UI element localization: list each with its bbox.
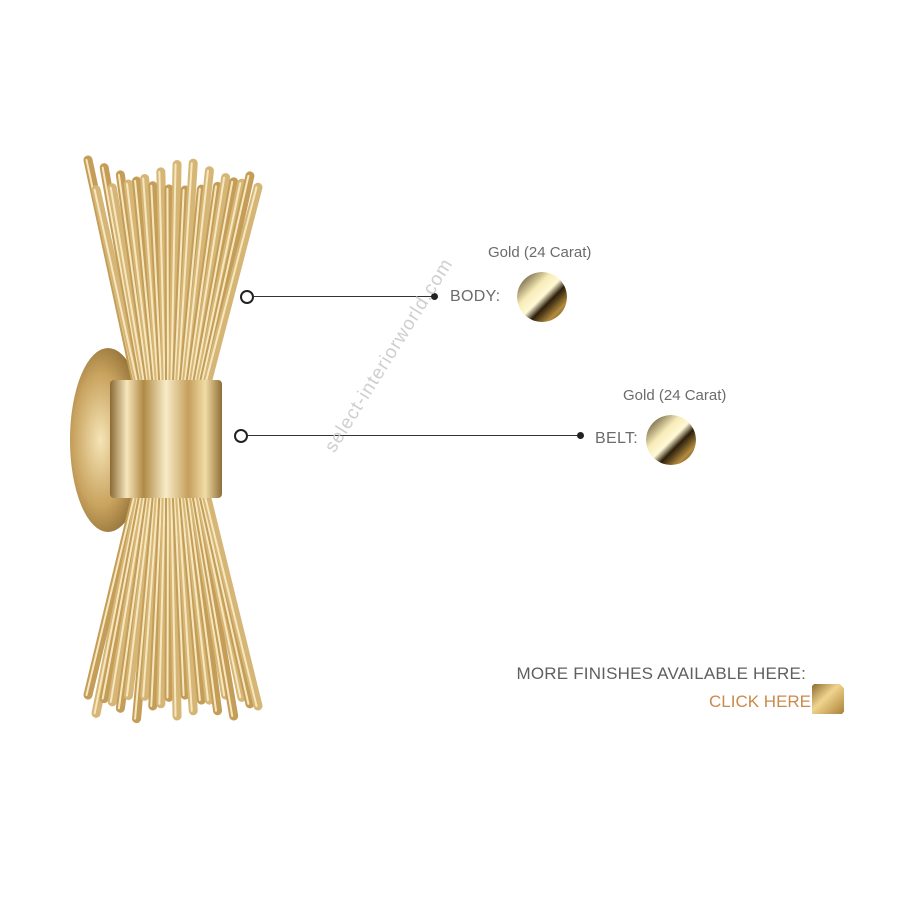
lamp-rod-highlight — [166, 187, 170, 411]
lamp-rod-highlight — [189, 180, 234, 411]
lamp-rod-highlight — [125, 469, 156, 697]
body-callout-dot — [431, 293, 438, 300]
lamp-rod-highlight — [101, 469, 148, 700]
lamp-rod-highlight — [166, 469, 170, 699]
lamp-rod-highlight — [197, 186, 258, 411]
lamp-rod-highlight — [169, 469, 177, 717]
lamp-rod-highlight — [109, 186, 150, 411]
gold-finish-swatch-icon[interactable] — [517, 272, 567, 322]
lamp-rod-highlight — [194, 469, 250, 705]
lamp-rod-highlight — [191, 182, 242, 411]
click-here-link[interactable]: CLICK HERE — [709, 692, 812, 711]
lamp-rod-highlight — [117, 173, 153, 411]
lamp-rod-highlight — [158, 469, 167, 705]
lamp-rod-highlight — [150, 184, 164, 411]
lamp-rod-highlight — [175, 162, 193, 411]
belt-callout-line — [248, 435, 580, 436]
gold-half-moon-icon[interactable] — [808, 684, 844, 720]
belt-finish-name: Gold (24 Carat) — [623, 387, 727, 404]
lamp-rod-highlight — [180, 469, 209, 702]
body-marker-ring — [240, 290, 254, 304]
body-finish-name: Gold (24 Carat) — [488, 244, 592, 261]
lamp-rod-highlight — [183, 185, 218, 411]
lamp-rod-highlight — [150, 469, 164, 707]
belt-marker-ring — [234, 429, 248, 443]
lamp-rod-highlight — [172, 469, 185, 697]
belt-callout-dot — [577, 432, 584, 439]
more-finishes-heading: MORE FINISHES AVAILABLE HERE: — [516, 664, 806, 683]
lamp-rod — [195, 465, 263, 711]
wall-sconce-image — [70, 155, 263, 724]
lamp-rod-highlight — [125, 182, 156, 411]
lamp-rod-highlight — [158, 170, 167, 411]
lamp-rod-highlight — [189, 469, 234, 717]
belt-part-label: BELT: — [595, 430, 638, 447]
lamp-rod-highlight — [186, 176, 226, 411]
lamp-rod-highlight — [142, 469, 161, 698]
lamp-rod-highlight — [169, 163, 177, 411]
lamp-rod-highlight — [109, 469, 150, 703]
lamp-rod-highlight — [85, 469, 142, 696]
lamp-rod-highlight — [178, 469, 201, 702]
lamp-rod-highlight — [93, 188, 145, 411]
lamp-rod-highlight — [93, 469, 145, 715]
lamp-rod-highlight — [142, 177, 161, 411]
lamp-rod-highlight — [172, 188, 185, 411]
lamp-rod-highlight — [191, 469, 242, 699]
lamp-rod-highlight — [134, 469, 159, 720]
lamp-rod-highlight — [178, 188, 201, 411]
lamp-rod-highlight — [175, 469, 193, 712]
lamp-rod-highlight — [117, 469, 153, 710]
lamp-rod-highlight — [180, 169, 209, 411]
lamp-rod-highlight — [183, 469, 218, 712]
lamp-rod-highlight — [101, 166, 148, 411]
body-callout-line — [254, 296, 434, 297]
watermark-text: select-interiorworld.com — [320, 254, 458, 457]
lamp-rod-highlight — [194, 174, 250, 411]
lamp-rod — [195, 182, 263, 415]
lamp-rod-highlight — [134, 179, 159, 411]
body-part-label: BODY: — [450, 288, 501, 305]
lamp-rod-highlight — [197, 469, 258, 707]
gold-finish-swatch-icon[interactable] — [646, 415, 696, 465]
